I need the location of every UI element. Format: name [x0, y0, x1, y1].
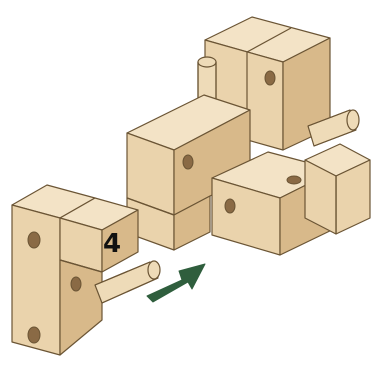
right-lower-front-hole — [225, 199, 235, 213]
step-number-label: 4 — [103, 229, 121, 259]
right-lower-top-hole — [287, 176, 301, 184]
front-l-block: 4 — [12, 185, 138, 355]
l-block-inner-hole — [71, 277, 81, 291]
middle-upper-hole — [183, 155, 193, 169]
far-right-block — [305, 144, 370, 234]
l-block-upper-hole — [28, 232, 40, 248]
l-block-lower-hole — [28, 327, 40, 343]
tall-block-hole — [265, 71, 275, 85]
